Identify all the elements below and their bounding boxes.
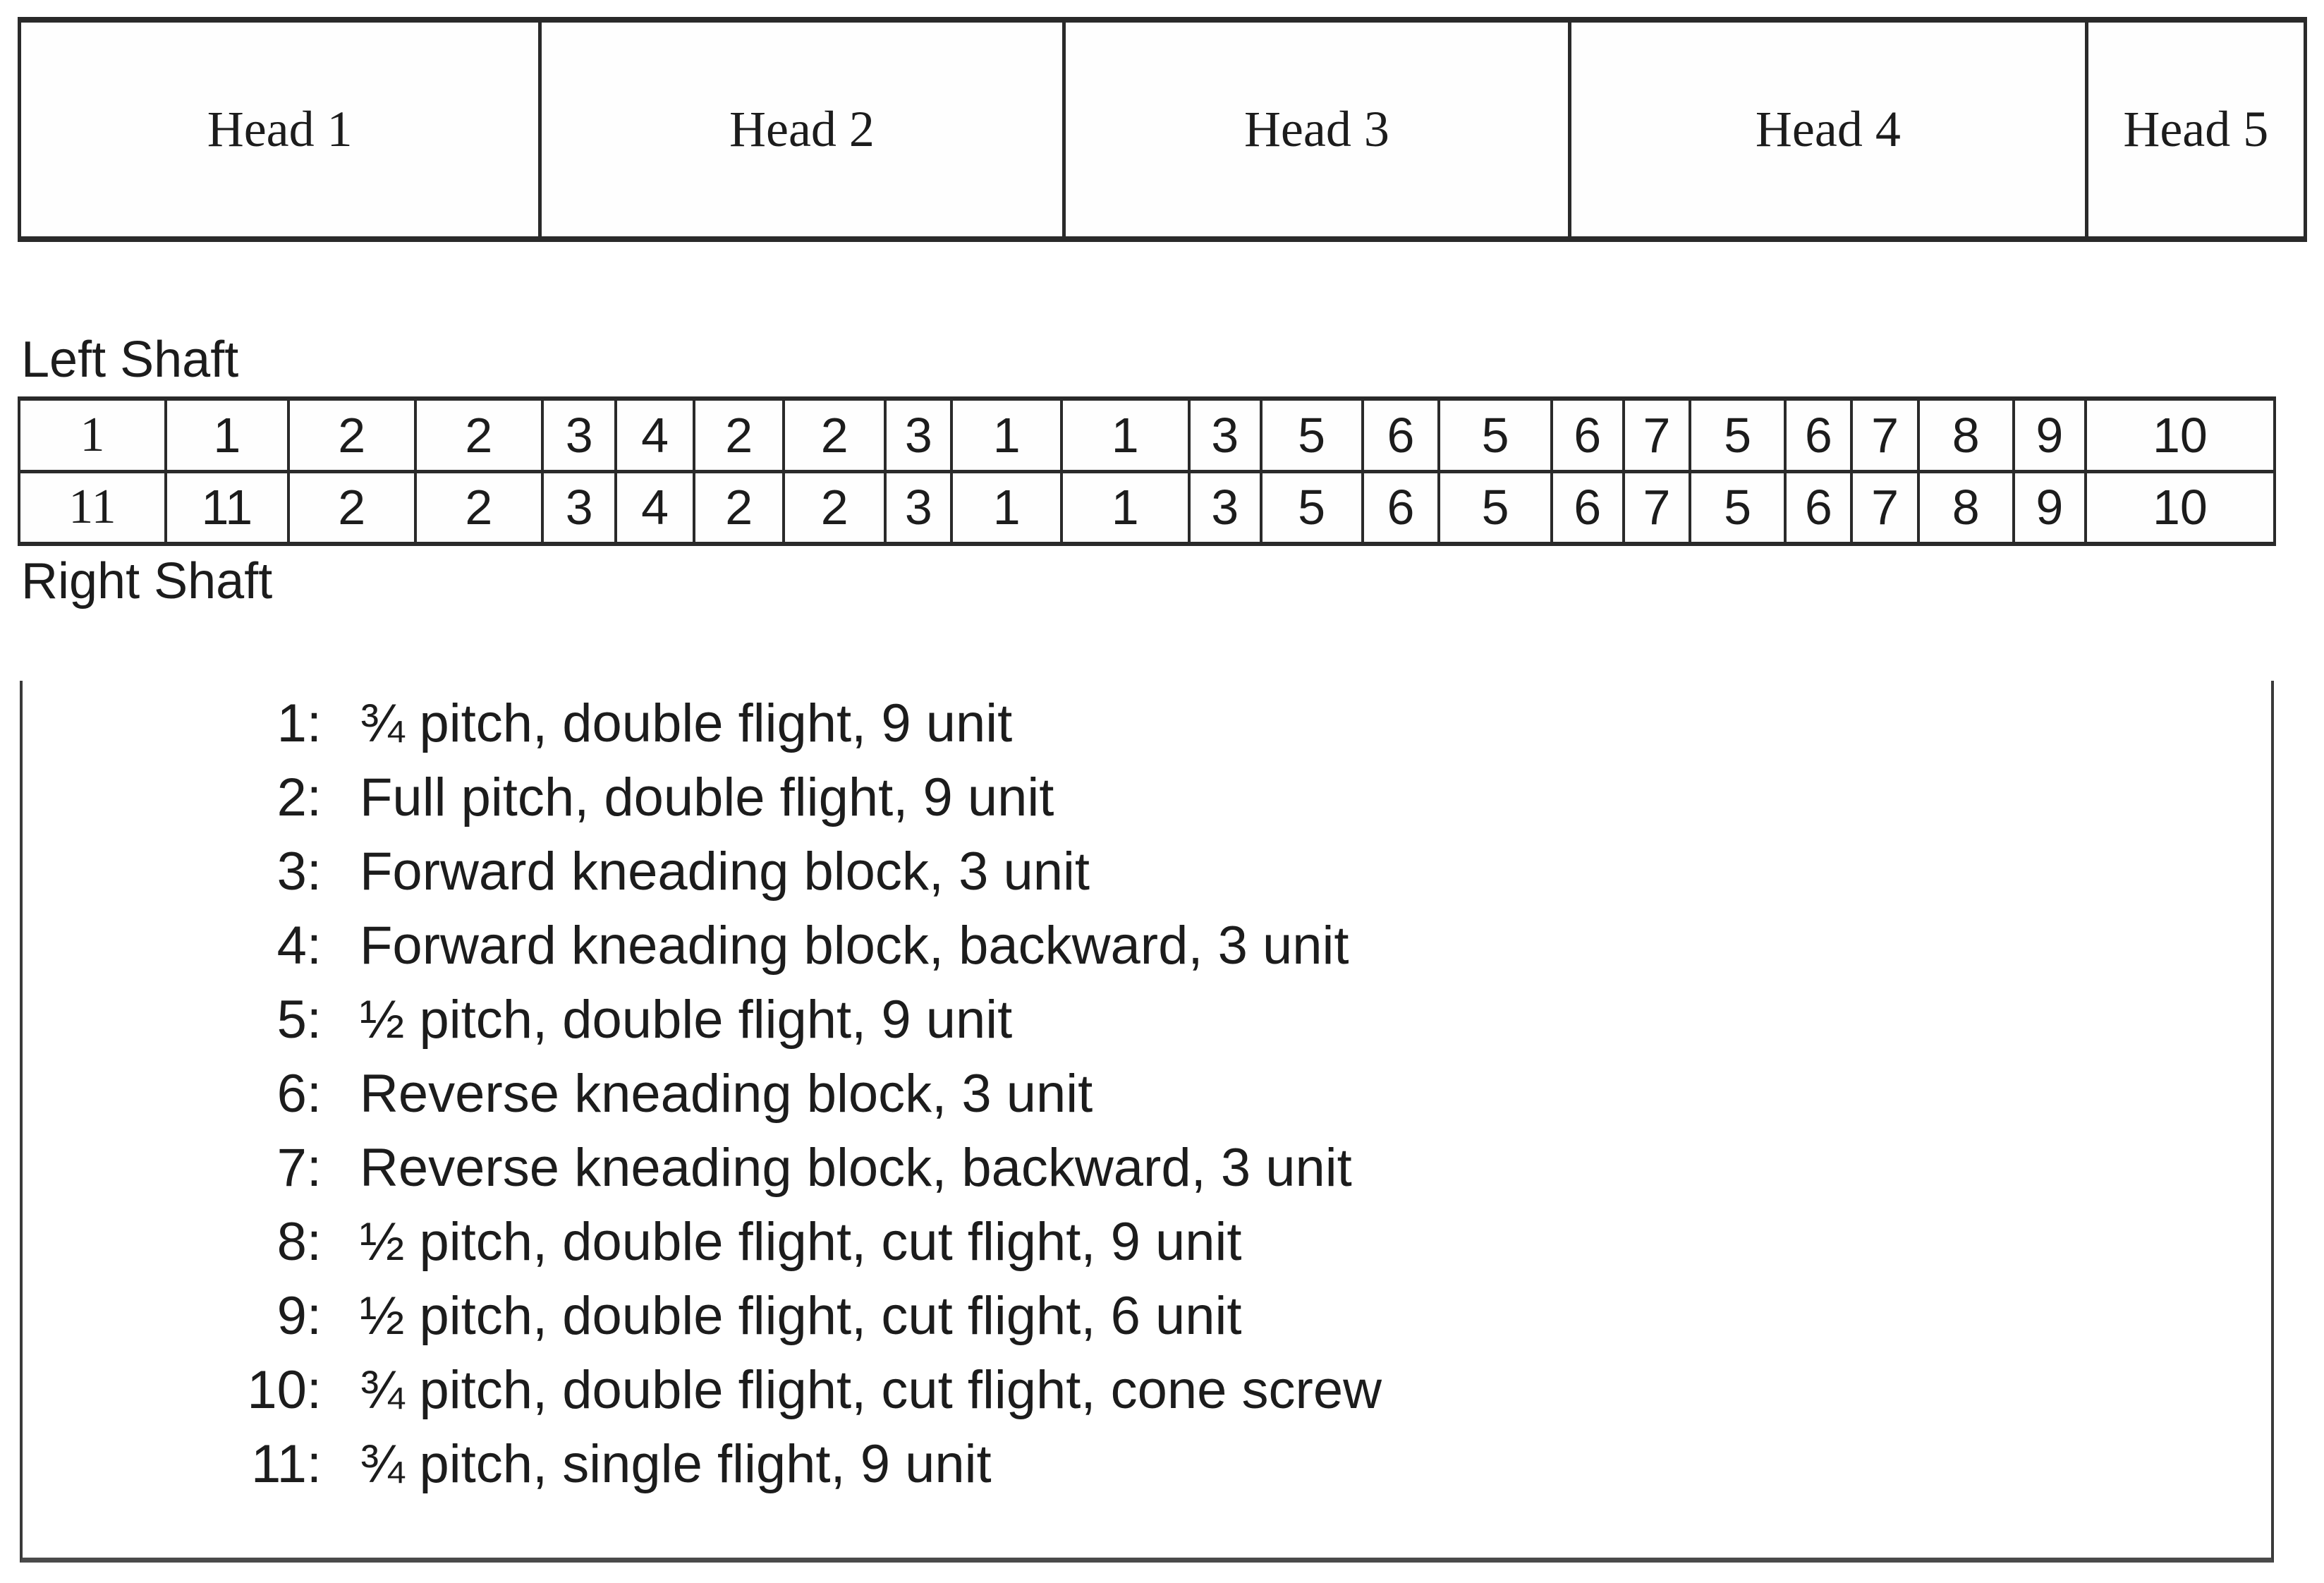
head-cell-3: Head 3	[1061, 23, 1569, 236]
legend-item-description: Reverse kneading block, 3 unit	[360, 1064, 1093, 1124]
left-shaft-label: Left Shaft	[21, 332, 239, 388]
right-shaft-row-cell-9: 3	[884, 473, 950, 542]
right-shaft-row-cell-20: 7	[1850, 473, 1916, 542]
right-shaft-row-cell-10: 1	[950, 473, 1059, 542]
legend-box: 1: ¾ pitch, double flight, 9 unit 2: Full p…	[20, 681, 2274, 1563]
legend-item-number: 10:	[247, 1360, 322, 1420]
right-shaft-row-cell-8: 2	[782, 473, 884, 542]
left-shaft-row-cell-23: 10	[2083, 401, 2273, 470]
left-shaft-row-cell-16: 6	[1550, 401, 1622, 470]
left-shaft-row-cell-13: 5	[1259, 401, 1361, 470]
head-cell-4: Head 4	[1568, 23, 2084, 236]
legend-item-description: ¾ pitch, double flight, 9 unit	[360, 693, 1013, 753]
legend-item-description: Forward kneading block, 3 unit	[360, 842, 1090, 902]
legend-list: 1: ¾ pitch, double flight, 9 unit 2: Full p…	[23, 686, 2271, 1501]
left-shaft-row-cell-20: 7	[1850, 401, 1916, 470]
legend-item-description: Reverse kneading block, backward, 3 unit	[360, 1138, 1352, 1198]
legend-item-description: ½ pitch, double flight, 9 unit	[360, 990, 1013, 1050]
left-shaft-row-cell-15: 5	[1437, 401, 1550, 470]
right-shaft-row-cell-19: 6	[1784, 473, 1850, 542]
right-shaft-row-cell-17: 7	[1622, 473, 1689, 542]
legend-item-description: ½ pitch, double flight, cut flight, 6 un…	[360, 1286, 1242, 1346]
legend-item-description: Full pitch, double flight, 9 unit	[360, 768, 1054, 827]
right-shaft-row-cell-18: 5	[1689, 473, 1784, 542]
left-shaft-row-cell-14: 6	[1361, 401, 1438, 470]
right-shaft-row-cell-21: 8	[1916, 473, 2012, 542]
left-shaft-row-cell-11: 1	[1059, 401, 1188, 470]
legend-item-2: 2: Full pitch, double flight, 9 unit	[23, 760, 2271, 835]
left-shaft-row-cell-1: 1	[80, 407, 105, 462]
legend-item-description: ½ pitch, double flight, cut flight, 9 un…	[360, 1212, 1242, 1272]
legend-item-11: 11: ¾ pitch, single flight, 9 unit	[23, 1427, 2271, 1501]
legend-item-8: 8: ½ pitch, double flight, cut flight, 9 …	[23, 1205, 2271, 1279]
right-shaft-row-cell-1: 11	[68, 480, 116, 535]
right-shaft-row-cell-11: 1	[1059, 473, 1188, 542]
left-shaft-row-cell-17: 7	[1622, 401, 1689, 470]
left-shaft-row-cell-10: 1	[950, 401, 1059, 470]
legend-item-number: 4:	[276, 916, 322, 976]
legend-item-number: 11:	[250, 1434, 322, 1494]
left-shaft-row-cell-2: 1	[164, 401, 287, 470]
right-shaft-row-cell-16: 6	[1550, 473, 1622, 542]
left-shaft-row-cell-19: 6	[1784, 401, 1850, 470]
legend-item-number: 3:	[276, 842, 322, 902]
right-shaft-row-cell-2: 11	[164, 473, 287, 542]
right-shaft-row-cell-3: 2	[286, 473, 414, 542]
right-shaft-row-cell-22: 9	[2012, 473, 2084, 542]
right-shaft-row-cell-4: 2	[413, 473, 542, 542]
right-shaft-row-cell-14: 6	[1361, 473, 1438, 542]
right-shaft-row-cell-15: 5	[1437, 473, 1550, 542]
right-shaft-row-cell-5: 3	[541, 473, 614, 542]
left-shaft-row-cell-4: 2	[413, 401, 542, 470]
legend-item-4: 4: Forward kneading block, backward, 3 un…	[23, 909, 2271, 983]
legend-item-number: 8:	[276, 1212, 322, 1272]
left-shaft-row-cell-21: 8	[1916, 401, 2012, 470]
legend-item-1: 1: ¾ pitch, double flight, 9 unit	[23, 686, 2271, 760]
legend-item-5: 5: ½ pitch, double flight, 9 unit	[23, 983, 2271, 1057]
legend-item-number: 2:	[276, 768, 322, 827]
left-shaft-row-cell-6: 4	[614, 401, 693, 470]
legend-item-description: Forward kneading block, backward, 3 unit	[360, 916, 1349, 976]
left-shaft-row-cell-22: 9	[2012, 401, 2084, 470]
legend-item-10: 10: ¾ pitch, double flight, cut flight, c…	[23, 1353, 2271, 1427]
head-cell-5: Head 5	[2084, 23, 2304, 236]
legend-item-3: 3: Forward kneading block, 3 unit	[23, 835, 2271, 909]
left-shaft-row-cell-3: 2	[286, 401, 414, 470]
left-shaft-row-cell-9: 3	[884, 401, 950, 470]
left-shaft-row-cell-12: 3	[1187, 401, 1260, 470]
left-shaft-row-cell-5: 3	[541, 401, 614, 470]
legend-item-number: 1:	[276, 693, 322, 753]
right-shaft-row-cell-12: 3	[1187, 473, 1260, 542]
legend-item-number: 7:	[276, 1138, 322, 1198]
right-shaft-row-cell-13: 5	[1259, 473, 1361, 542]
legend-item-7: 7: Reverse kneading block, backward, 3 un…	[23, 1131, 2271, 1205]
right-shaft-row-cell-7: 2	[693, 473, 782, 542]
legend-item-number: 6:	[276, 1064, 322, 1124]
legend-item-6: 6: Reverse kneading block, 3 unit	[23, 1057, 2271, 1131]
legend-item-description: ¾ pitch, double flight, cut flight, cone…	[360, 1360, 1382, 1420]
legend-item-number: 9:	[276, 1286, 322, 1346]
head-cell-1: Head 1	[207, 101, 353, 157]
legend-item-9: 9: ½ pitch, double flight, cut flight, 6 …	[23, 1279, 2271, 1353]
right-shaft-row-cell-6: 4	[614, 473, 693, 542]
legend-item-number: 5:	[276, 990, 322, 1050]
left-shaft-row-cell-8: 2	[782, 401, 884, 470]
head-cell-2: Head 2	[538, 23, 1061, 236]
left-shaft-row-cell-18: 5	[1689, 401, 1784, 470]
right-shaft-row-cell-23: 10	[2083, 473, 2273, 542]
legend-item-description: ¾ pitch, single flight, 9 unit	[360, 1434, 992, 1494]
right-shaft-label: Right Shaft	[21, 553, 273, 609]
left-shaft-row-cell-7: 2	[693, 401, 782, 470]
